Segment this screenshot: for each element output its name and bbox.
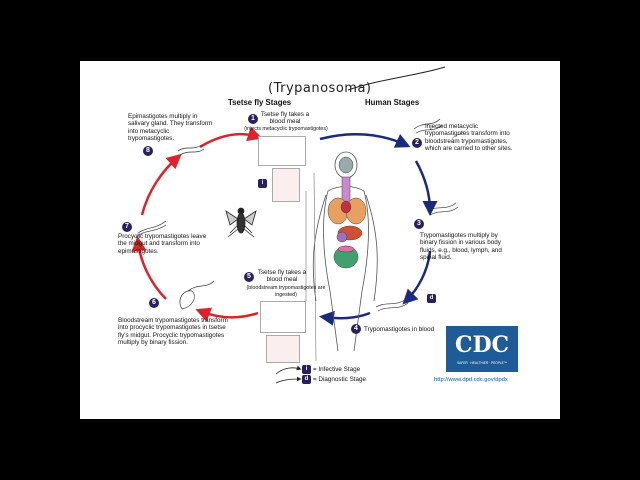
stage-2-text: Injected metacyclic trypomastigotes tran…: [425, 123, 513, 153]
header-tsetse-stages: Tsetse fly Stages: [228, 98, 292, 107]
stage-7-badge: 7: [122, 222, 132, 232]
diagnostic-badge: d: [427, 294, 436, 303]
blue-arrow-1-2: [319, 132, 411, 148]
blue-arrow-3-4: [402, 250, 432, 305]
stage-6-text: Bloodstream trypomastigotes transform in…: [118, 317, 228, 347]
stage-5-note: (bloodstream trypomastigotes are ingeste…: [246, 285, 326, 299]
red-arrow-6-7: [131, 236, 167, 300]
header-human-stages: Human Stages: [365, 98, 420, 107]
stage-3-text: Trypomastigotes multiply by binary fissi…: [420, 232, 502, 262]
blue-arrow-2-3: [414, 160, 438, 216]
infective-badge: i: [258, 179, 267, 188]
stage-1-note: (injects metacyclic trypomastigotes): [244, 126, 328, 132]
stage-5-badge: 5: [244, 272, 254, 282]
stage-1-fly-image: [258, 136, 306, 166]
stage-4-text: Trypomastigotes in blood: [364, 326, 435, 333]
stage-2-badge: 2: [412, 138, 422, 148]
stage-7-text: Procyclic trypomastigotes leave the midg…: [118, 233, 207, 255]
slide: Tsetse fly Stages Human Stages (Trypanos…: [80, 61, 560, 419]
stage-1-parasite-image: [272, 168, 300, 202]
stage-6-badge: 6: [149, 298, 159, 308]
lifecycle-diagram: [131, 66, 465, 384]
stage-5-parasite-image: [266, 335, 300, 363]
cdc-logo-text: CDC: [454, 332, 510, 358]
legend-diagnostic-badge: d: [302, 375, 311, 384]
dashed-lines: [305, 172, 317, 362]
stage-8-text: Epimastigotes multiply in salivary gland…: [128, 113, 213, 143]
red-arrow-5-6: [195, 307, 259, 322]
red-arrow-7-8: [140, 153, 182, 216]
stage-1-badge: 1: [248, 114, 258, 124]
stage-4-badge: 4: [351, 324, 361, 334]
legend-infective-label: = Infective Stage: [313, 366, 361, 373]
legend-infective-badge: i: [302, 365, 311, 374]
blue-arrow-4-5: [319, 310, 371, 326]
tsetse-fly-icon: [225, 207, 257, 238]
cdc-url-link[interactable]: http://www.dpd.cdc.gov/dpdx: [434, 377, 508, 383]
stage-5-fly-image: [260, 301, 306, 333]
handwritten-annotation: (Trypanosoma): [268, 81, 372, 96]
pen-squiggle: [451, 130, 465, 140]
legend-arrow-2: [275, 376, 302, 384]
human-organs: [327, 156, 367, 269]
legend-arrow-1: [275, 365, 302, 375]
stage-1-title: Tsetse fly takes a blood meal: [260, 111, 310, 126]
legend-diagnostic-label: = Diagnostic Stage: [313, 376, 367, 383]
handwritten-stroke: [347, 66, 446, 91]
parasite-sketches: [135, 118, 459, 312]
red-arrow-8-1: [199, 126, 263, 149]
stage-3-badge: 3: [414, 219, 424, 229]
cdc-logo-tagline: SAFER · HEALTHIER · PEOPLE™: [457, 361, 507, 365]
stage-5-title: Tsetse fly takes a blood meal: [257, 269, 307, 284]
cdc-logo: CDC SAFER · HEALTHIER · PEOPLE™: [446, 326, 518, 372]
stage-8-badge: 8: [143, 146, 153, 156]
